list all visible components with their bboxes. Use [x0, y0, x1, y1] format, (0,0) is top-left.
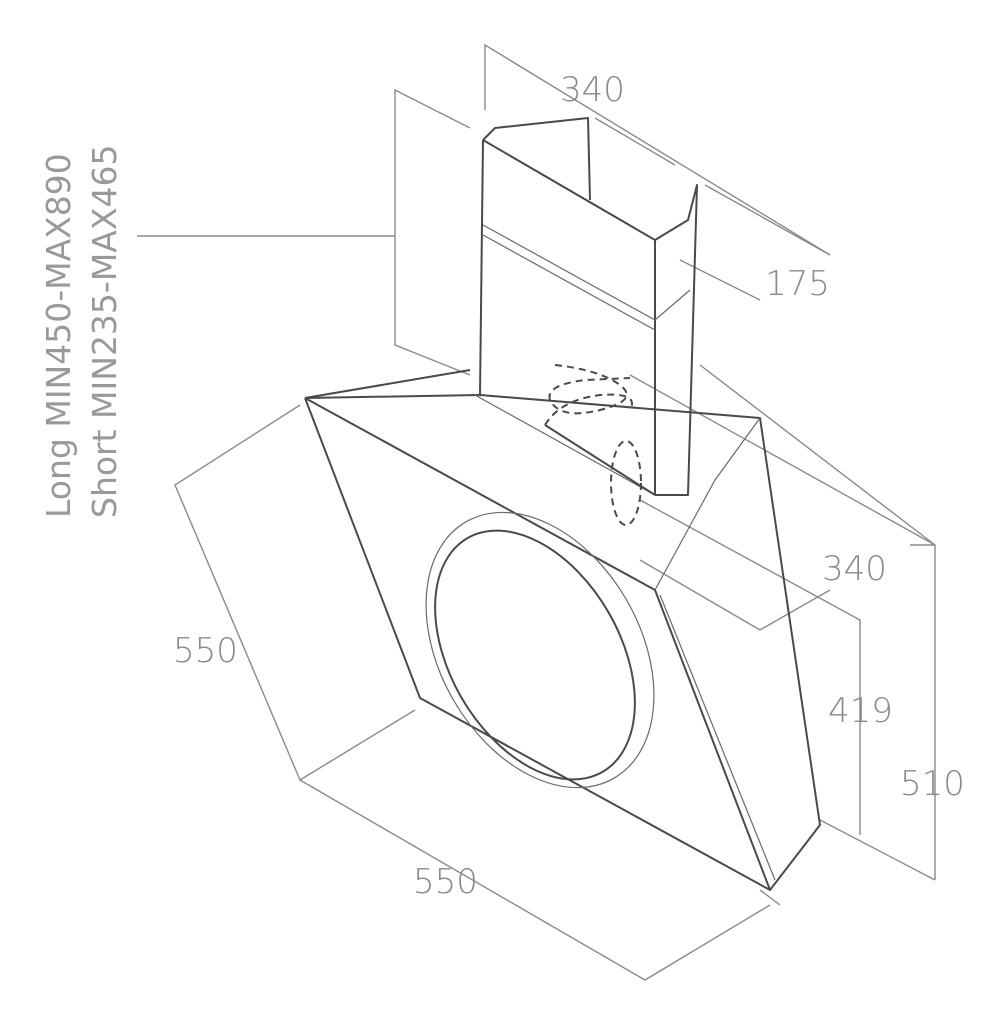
hood-width-label: 550 [413, 862, 478, 902]
chimney-long-label: Long MIN450-MAX890 [39, 153, 78, 518]
chimney-short-label: Short MIN235-MAX465 [85, 145, 124, 518]
hood-side-label: 550 [173, 631, 238, 671]
dimension-lines [137, 43, 936, 981]
chimney-depth-label: 175 [765, 264, 830, 304]
duct-outlet [544, 364, 642, 526]
hood-depth-label: 340 [822, 549, 887, 589]
hood-front-height-label: 419 [828, 691, 893, 731]
hood-total-height-label: 510 [900, 764, 965, 804]
chimney-width-label: 340 [560, 70, 625, 110]
chimney [479, 117, 698, 496]
hood-body [304, 369, 821, 891]
